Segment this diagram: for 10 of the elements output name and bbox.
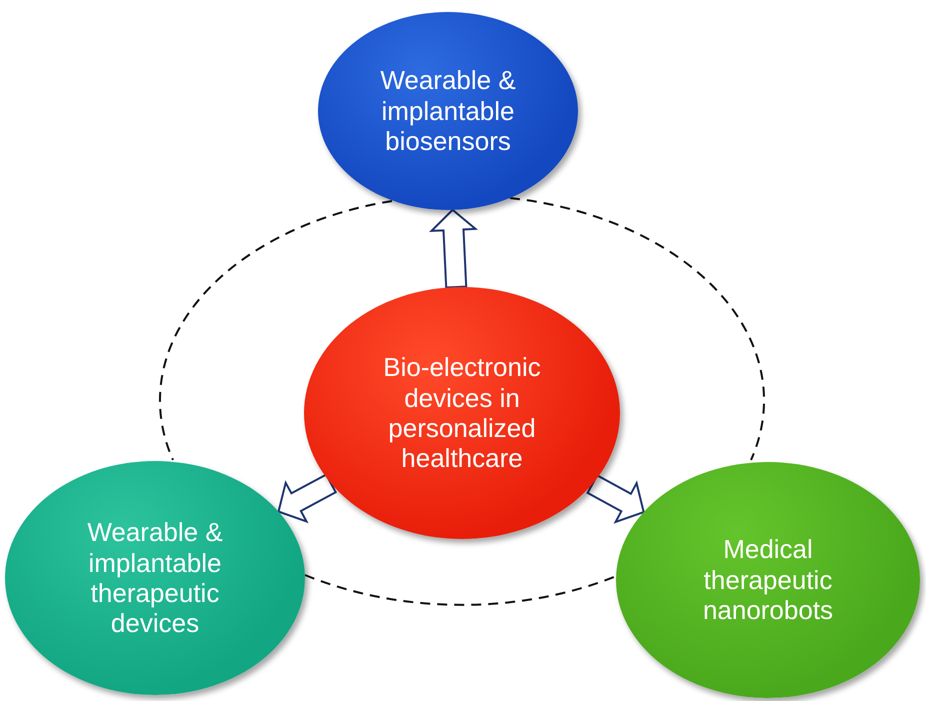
- block-arrow: [277, 473, 338, 524]
- block-arrow: [586, 474, 645, 524]
- block-arrow: [428, 208, 478, 289]
- topic-label: Wearable & implantable therapeutic devices: [86, 517, 224, 639]
- topic-label: Medical therapeutic nanorobots: [702, 534, 834, 626]
- dashed-connector: [304, 574, 614, 606]
- topic-label: Wearable & implantable biosensors: [379, 65, 517, 157]
- dashed-connector: [159, 200, 392, 460]
- topic-label: Bio-electronic devices in personalized healthcare: [382, 352, 542, 474]
- dashed-connector: [510, 197, 765, 460]
